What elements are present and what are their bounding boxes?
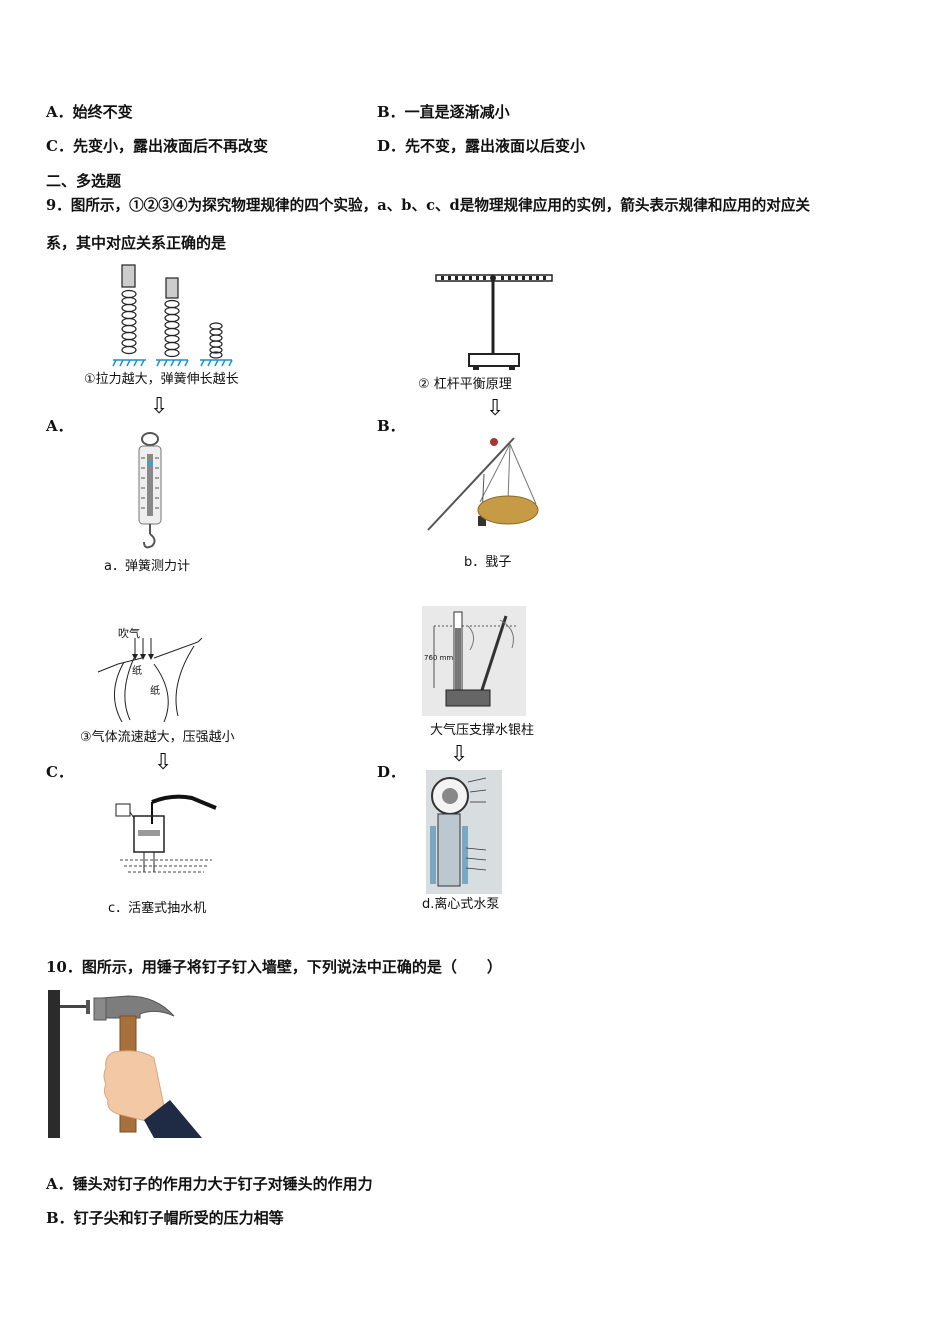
spring-experiment-figure (112, 264, 233, 367)
caption-application-d: d.离心式水泵 (422, 897, 500, 912)
torricelli-experiment-figure (422, 606, 526, 716)
caption-experiment-3: ③气体流速越大，压强越小 (80, 730, 235, 745)
q8-option-d: D．先不变，露出液面以后变小 (377, 137, 586, 155)
spring-scale-figure (138, 432, 162, 549)
arrow-down-icon: ⇩ (450, 742, 469, 767)
blow-label: 吹气 (118, 627, 140, 640)
centrifugal-pump-figure (426, 770, 502, 894)
section-heading: 二、多选题 (46, 172, 122, 190)
caption-application-b: b．戥子 (464, 555, 512, 570)
lever-balance-figure (435, 274, 553, 370)
caption-experiment-1: ①拉力越大，弹簧伸长越长 (84, 372, 239, 387)
q8-option-a: A．始终不变 (46, 103, 133, 121)
height-760mm-label: 760 mm (424, 654, 454, 662)
steelyard-figure (427, 437, 539, 531)
caption-experiment-2: ② 杠杆平衡原理 (418, 377, 512, 392)
q9-option-d-label: D． (377, 763, 406, 781)
q10-option-b: B．钉子尖和钉子帽所受的压力相等 (46, 1209, 284, 1227)
q9-stem-line2: 系，其中对应关系正确的是 (46, 234, 227, 252)
q8-option-c: C．先变小，露出液面后不再改变 (46, 137, 268, 155)
q9-option-b-label: B． (377, 417, 405, 435)
q9-option-a-label: A． (46, 417, 73, 435)
arrow-down-icon: ⇩ (154, 750, 173, 775)
hammer-nail-figure (48, 990, 202, 1138)
q9-stem-line1: 9．图所示，①②③④为探究物理规律的四个实验，a、b、c、d是物理规律应用的实例… (46, 197, 811, 214)
piston-pump-figure (115, 794, 217, 873)
q10-stem: 10．图所示，用锤子将钉子钉入墙壁，下列说法中正确的是（ ） (46, 958, 502, 976)
caption-application-a: a．弹簧测力计 (104, 559, 190, 574)
arrow-down-icon: ⇩ (486, 396, 505, 421)
paper-label: 纸 (150, 686, 160, 697)
caption-experiment-4: 大气压支撑水银柱 (430, 723, 535, 738)
paper-label: 纸 (132, 666, 142, 677)
caption-application-c: c．活塞式抽水机 (108, 901, 207, 916)
q8-option-b: B．一直是逐渐减小 (377, 103, 510, 121)
q10-option-a: A．锤头对钉子的作用力大于钉子对锤头的作用力 (46, 1175, 373, 1193)
blowing-paper-figure (97, 637, 203, 723)
arrow-down-icon: ⇩ (150, 394, 169, 419)
q9-option-c-label: C． (46, 763, 73, 781)
